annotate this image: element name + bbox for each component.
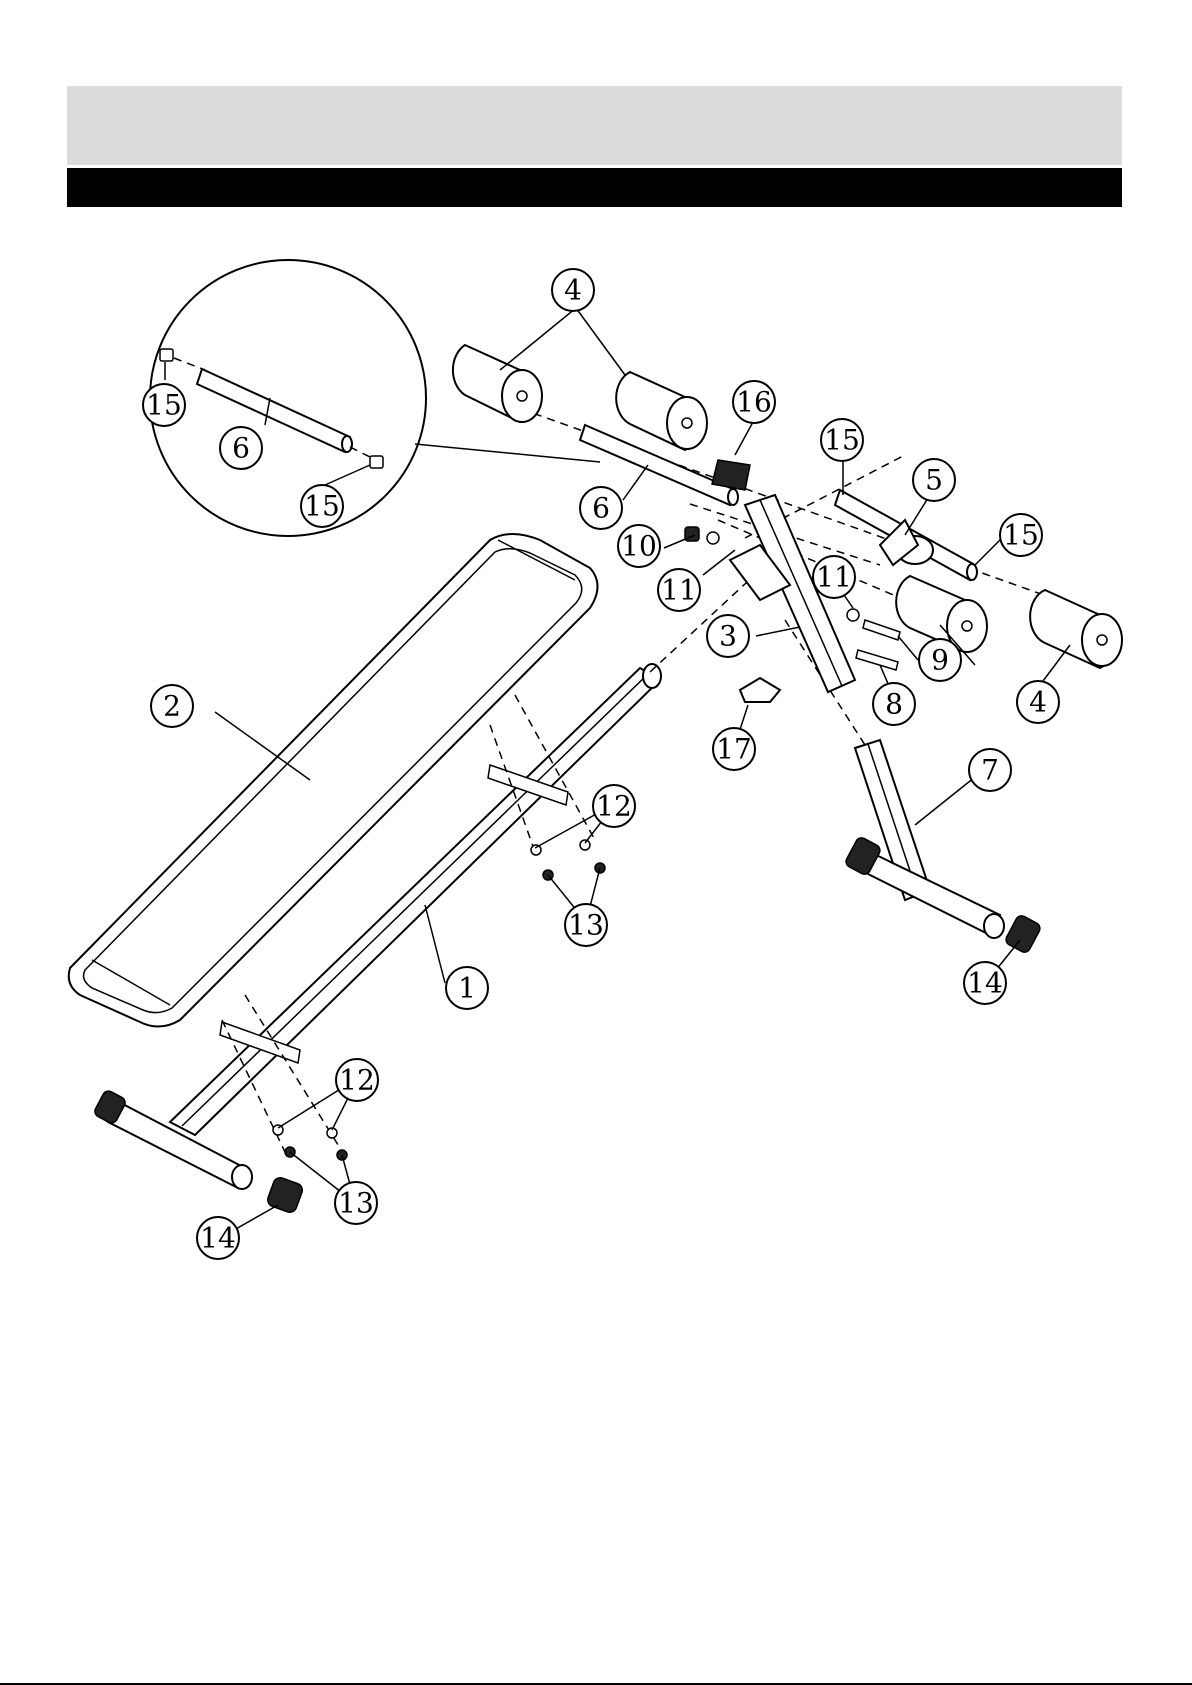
callout-label-2: 2 xyxy=(163,690,181,723)
callout-label-4-top: 4 xyxy=(564,274,582,307)
callout-label-15-rod-right: 15 xyxy=(1003,519,1039,552)
callout-label-12-upper: 12 xyxy=(596,790,632,823)
rear-leg xyxy=(844,740,1042,954)
callout-label-14-right: 14 xyxy=(967,967,1003,1000)
callout-label-10: 10 xyxy=(621,530,657,563)
callout-label-1: 1 xyxy=(458,972,476,1005)
callout-label-5: 5 xyxy=(925,464,943,497)
callout-label-4-right: 4 xyxy=(1029,686,1047,719)
callout-label-3: 3 xyxy=(719,620,737,653)
callout-label-12-lower: 12 xyxy=(339,1064,375,1097)
callout-label-15-inset-top: 15 xyxy=(146,389,182,422)
callout-label-17: 17 xyxy=(716,733,752,766)
callout-label-9: 9 xyxy=(931,644,949,677)
callout-label-15-rod-top: 15 xyxy=(824,424,860,457)
callout-label-11-left: 11 xyxy=(661,574,697,607)
callout-label-7: 7 xyxy=(981,754,999,787)
callout-label-8: 8 xyxy=(885,688,903,721)
callout-label-16: 16 xyxy=(736,386,772,419)
callout-label-15-inset-bottom: 15 xyxy=(304,490,340,523)
callout-label-6-inset: 6 xyxy=(232,432,250,465)
callout-label-6: 6 xyxy=(592,492,610,525)
callout-label-11-right: 11 xyxy=(816,561,852,594)
callout-label-14-left: 14 xyxy=(200,1222,236,1255)
callout-label-13-lower: 13 xyxy=(338,1187,374,1220)
callout-label-13-upper: 13 xyxy=(568,909,604,942)
